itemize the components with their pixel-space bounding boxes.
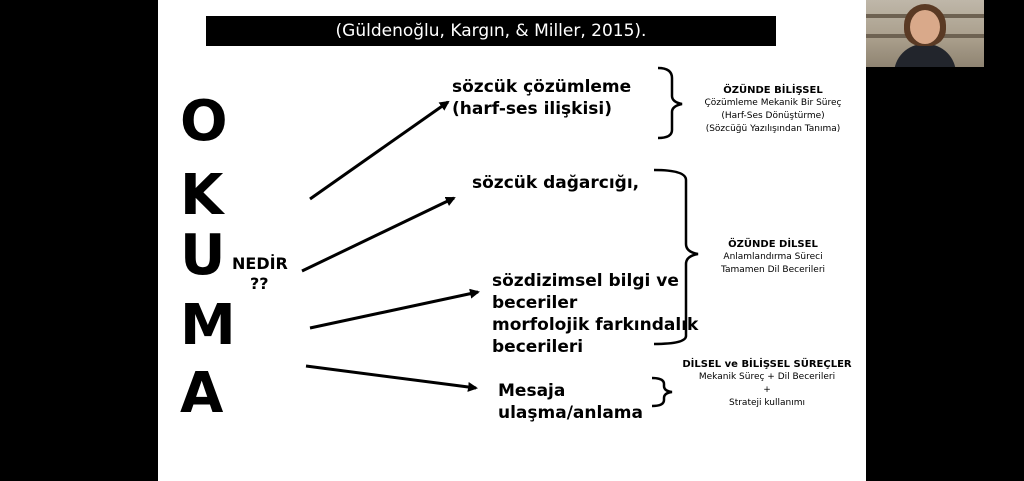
- group-line: Tamamen Dil Becerileri: [720, 265, 826, 275]
- arrow-to-sozcuk-dagarcigi: [301, 196, 456, 273]
- brace-bilissel: [657, 66, 683, 140]
- citation-banner: (Güldenoğlu, Kargın, & Miller, 2015).: [206, 16, 776, 46]
- item-line: sözcük dağarcığı,: [472, 173, 640, 193]
- group-line: Çözümleme Mekanik Bir Süreç: [704, 98, 842, 108]
- nedir-question-marks: ??: [250, 274, 269, 293]
- arrow-to-sozdizimsel: [309, 288, 480, 330]
- item-sozdizimsel-bilgi: sözdizimsel bilgi ve beceriler morfoloji…: [492, 270, 698, 358]
- group-dilsel-bilissel-surecler: DİLSEL ve BİLİŞSEL SÜREÇLER Mekanik Süre…: [674, 358, 860, 410]
- okuma-letter-o: O: [180, 89, 228, 154]
- group-title: ÖZÜNDE BİLİŞSEL: [723, 85, 823, 96]
- group-line: Mekanik Süreç + Dil Becerileri: [698, 372, 836, 382]
- item-line: ulaşma/anlama: [498, 403, 643, 423]
- webcam-thumbnail[interactable]: [866, 0, 984, 67]
- item-line: beceriler: [492, 293, 578, 313]
- group-line: (Harf-Ses Dönüştürme): [721, 111, 825, 121]
- group-line: Strateji kullanımı: [728, 398, 805, 408]
- item-line: morfolojik farkındalık: [492, 315, 699, 335]
- item-line: Mesaja: [498, 381, 566, 401]
- group-line: Anlamlandırma Süreci: [723, 252, 823, 262]
- group-line: (Sözcüğü Yazılışından Tanıma): [705, 124, 841, 134]
- arrow-to-sozcuk-cozumleme: [309, 100, 450, 201]
- webcam-person-body: [894, 44, 956, 67]
- webcam-person-face: [910, 10, 940, 44]
- group-title: ÖZÜNDE DİLSEL: [728, 239, 818, 250]
- okuma-letter-k: K: [180, 163, 224, 228]
- okuma-letter-a: A: [180, 361, 224, 426]
- brace-surecler: [651, 376, 673, 408]
- item-line: becerileri: [492, 337, 584, 357]
- item-line: sözdizimsel bilgi ve: [492, 271, 679, 291]
- item-sozcuk-dagarcigi: sözcük dağarcığı,: [472, 172, 639, 194]
- brace-dilsel: [653, 168, 699, 346]
- diagram-connectors: [301, 66, 699, 408]
- presentation-slide: (Güldenoğlu, Kargın, & Miller, 2015). O …: [158, 0, 866, 481]
- item-line: (harf-ses ilişkisi): [452, 99, 613, 119]
- okuma-letter-m: M: [180, 293, 236, 358]
- group-line: +: [763, 385, 771, 395]
- group-ozunde-bilissel: ÖZÜNDE BİLİŞSEL Çözümleme Mekanik Bir Sü…: [684, 84, 862, 136]
- item-sozcuk-cozumleme: sözcük çözümleme (harf-ses ilişkisi): [452, 76, 631, 120]
- item-mesaja-ulasma: Mesaja ulaşma/anlama: [498, 380, 643, 424]
- group-ozunde-dilsel: ÖZÜNDE DİLSEL Anlamlandırma Süreci Tamam…: [698, 238, 848, 277]
- nedir-label: NEDİR: [232, 254, 288, 273]
- okuma-letter-u: U: [180, 223, 226, 288]
- item-line: sözcük çözümleme: [452, 77, 632, 97]
- group-title: DİLSEL ve BİLİŞSEL SÜREÇLER: [682, 359, 852, 370]
- arrow-to-mesaja: [305, 364, 478, 392]
